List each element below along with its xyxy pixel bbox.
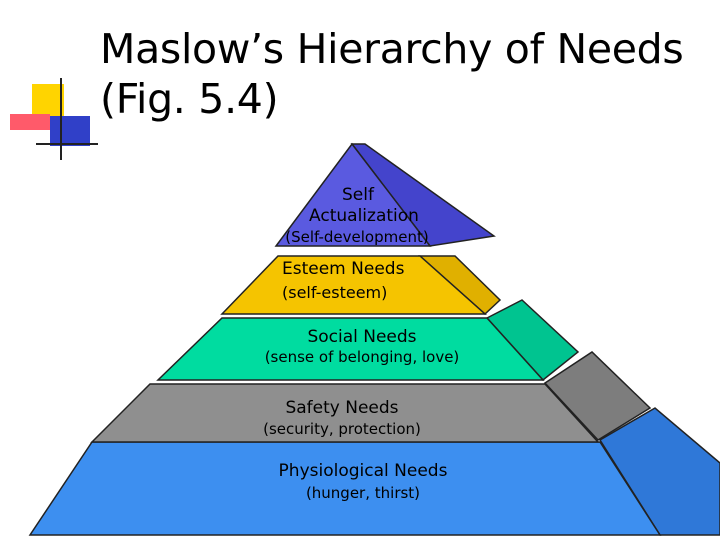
title-line-2: (Fig. 5.4) (100, 75, 279, 123)
safety-sub-label: (security, protection) (263, 420, 421, 438)
self-sub-label: (Self-development) (285, 228, 428, 246)
physiological-sub-label: (hunger, thirst) (306, 484, 420, 502)
social-label: Social Needs (307, 327, 416, 347)
slide-title: Maslow’s Hierarchy of Needs (Fig. 5.4) (100, 24, 700, 124)
esteem-front-face (220, 255, 487, 315)
level-esteem: Esteem Needs (self-esteem) (220, 255, 502, 316)
safety-label: Safety Needs (285, 398, 398, 418)
level-safety: Safety Needs (security, protection) (90, 351, 652, 443)
level-social: Social Needs (sense of belonging, love) (156, 299, 580, 382)
deco-yellow-square (32, 84, 64, 116)
safety-front-face (90, 383, 600, 443)
physiological-label: Physiological Needs (279, 461, 448, 481)
social-sub-label: (sense of belonging, love) (265, 348, 460, 366)
self-label-line-2: Actualization (309, 206, 419, 226)
self-front-face (274, 142, 432, 247)
esteem-sub-label: (self-esteem) (282, 283, 387, 302)
title-line-1: Maslow’s Hierarchy of Needs (100, 25, 684, 73)
social-front-face (156, 317, 545, 381)
esteem-label: Esteem Needs (282, 259, 405, 279)
corner-decoration (10, 78, 98, 160)
level-physiological: Physiological Needs (hunger, thirst) (28, 407, 720, 536)
deco-red-bar (10, 114, 50, 130)
deco-blue-square (50, 116, 90, 146)
safety-side-face (543, 351, 652, 441)
level-self-actualization: Self Actualization (Self-development) (274, 142, 496, 247)
self-label-line-1: Self (342, 185, 375, 205)
